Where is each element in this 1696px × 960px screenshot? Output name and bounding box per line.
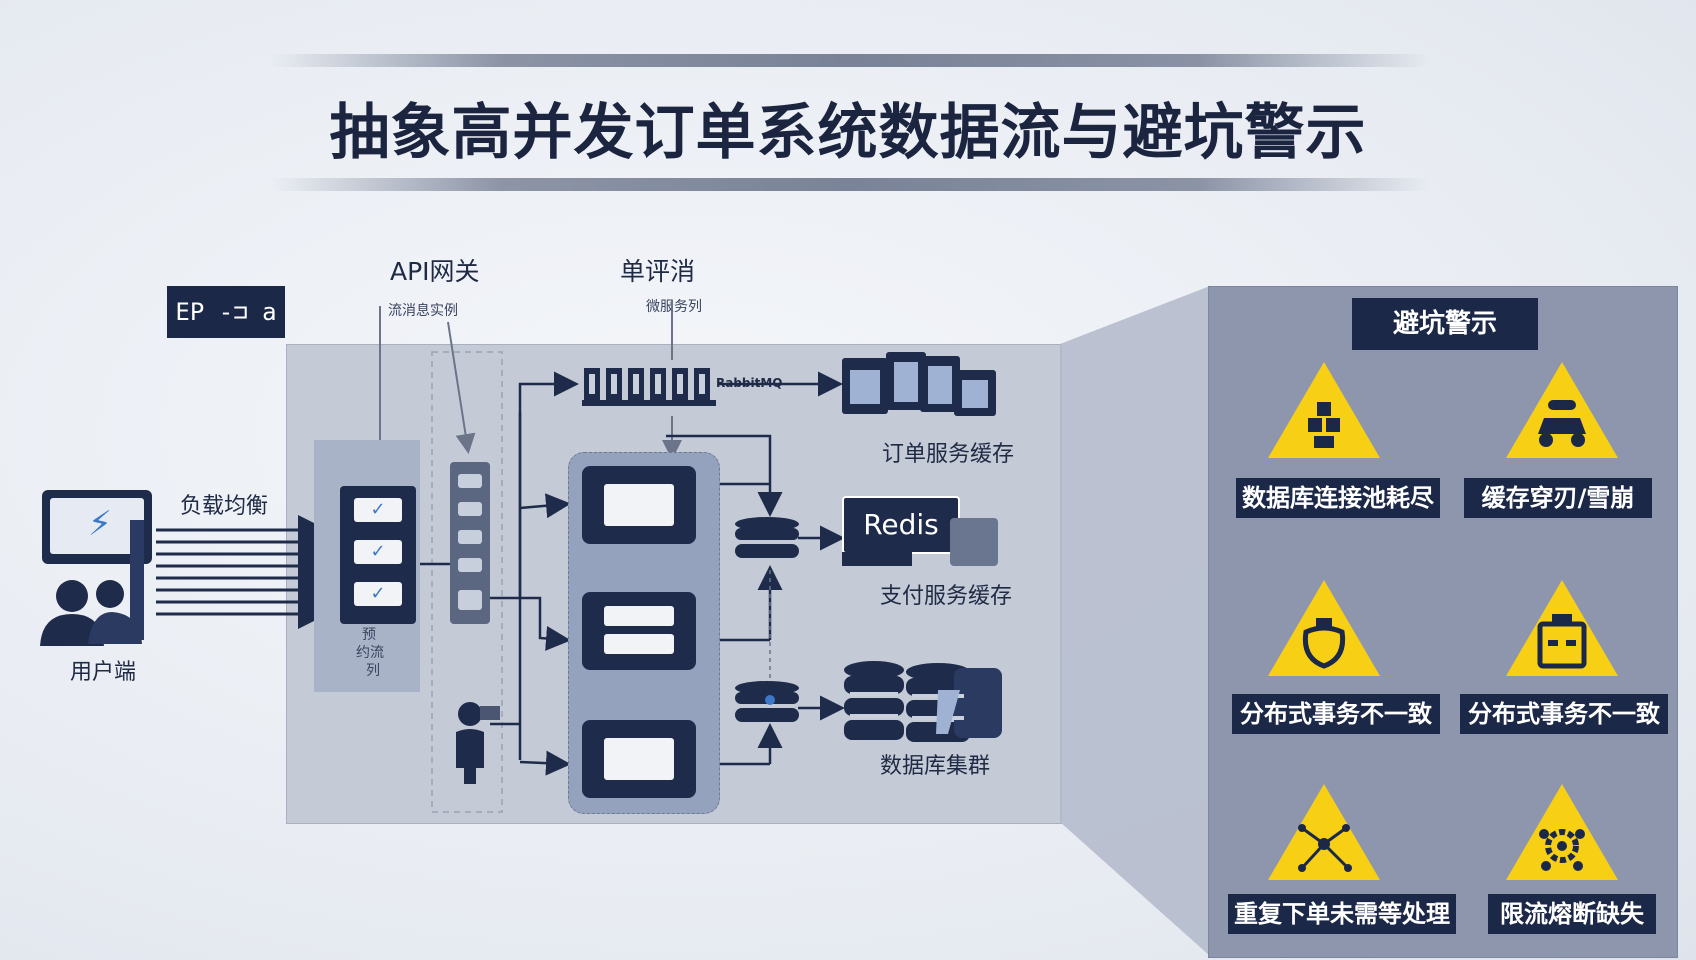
machine-warning-icon [1506,580,1618,676]
load-balancer-label: 负载均衡 [180,494,269,519]
redis-box: Redis [842,496,960,554]
window-icon [604,738,674,780]
server-rack-icon [450,462,490,624]
gateway-col-text-1: 预 [362,627,376,643]
check-icon: ✓ [354,540,402,564]
check-icon: ✓ [354,498,402,522]
operator-icon [456,702,500,784]
warnings-title: 避坑警示 [1352,298,1538,350]
title-top-bar [270,54,1430,67]
warning-label-1: 数据库连接池耗尽 [1236,478,1440,518]
window-icon [604,606,674,626]
warning-label-2: 缓存穿刃/雪崩 [1464,478,1652,518]
car-warning-icon [1506,362,1618,458]
users-icon [40,580,142,646]
order-service-label: 订单服务缓存 [882,442,1015,467]
gateway-col-text-3: 列 [366,663,380,679]
payment-service-label: 支付服务缓存 [880,584,1013,609]
database-icon [735,517,799,558]
network-warning-icon [1268,784,1380,880]
window-icon [604,634,674,654]
top-left-badge: EP -⊐ a [167,286,285,338]
service-box-2 [582,592,696,670]
check-icon: ✓ [354,582,402,606]
redis-base [842,552,912,566]
order-queue-sub: 微服务列 [646,299,702,315]
api-gateway-title: API网关 [390,257,480,286]
api-gateway-sub: 流消息实例 [388,303,458,319]
warnings-panel [1208,286,1678,958]
order-service-cluster-icon [842,352,996,416]
gateway-col-text-2: 约流 [356,645,384,661]
message-queue-icon [582,368,716,406]
user-label: 用户端 [70,660,137,685]
rabbitmq-label: RabbitMQ [716,376,783,390]
checklist-box: ✓ ✓ ✓ [340,486,416,624]
warning-label-3: 分布式事务不一致 [1232,694,1440,734]
database-icon [735,681,799,722]
warning-label-4: 分布式事务不一致 [1460,694,1668,734]
service-box-3 [582,720,696,798]
cache-icon [950,518,998,566]
gear-warning-icon [1506,784,1618,880]
page-title: 抽象高并发订单系统数据流与避坑警示 [329,98,1367,168]
database-cluster-icon [844,661,1002,742]
service-box-1 [582,466,696,544]
order-queue-title: 单评消 [620,257,696,286]
boxes-warning-icon [1268,362,1380,458]
window-icon [604,484,674,526]
warning-label-5: 重复下单未需等处理 [1228,894,1456,934]
bag-warning-icon [1268,580,1380,676]
warning-label-6: 限流熔断缺失 [1488,894,1656,934]
monitor-stand [130,520,144,640]
db-cluster-label: 数据库集群 [880,754,991,779]
title-bottom-bar [270,178,1430,191]
callout-funnel [1060,286,1210,956]
